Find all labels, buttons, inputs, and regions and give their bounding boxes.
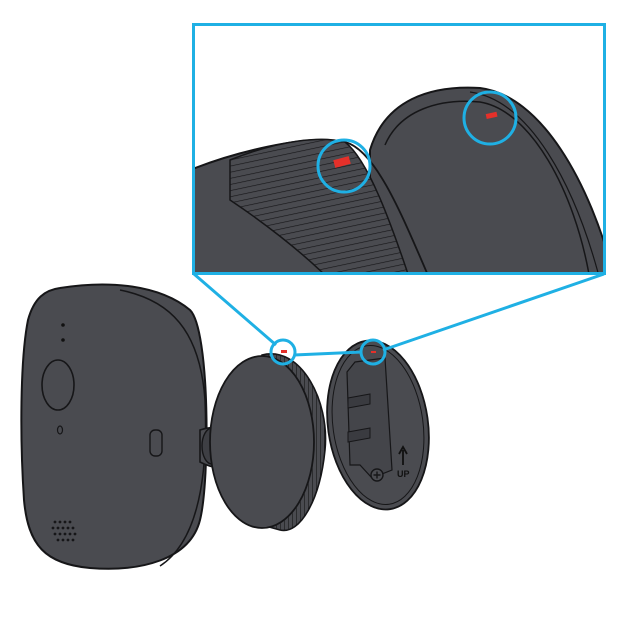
highlight-circle [269,338,297,366]
camera-lens [41,359,75,411]
inset-alignment-mark-cylinder [333,156,351,168]
alignment-mark [371,351,376,353]
inset-highlight-circle [462,90,518,146]
highlight-circle [359,338,387,366]
inset-frame [192,23,606,275]
camera-body [20,283,208,570]
sensor-dot [61,323,65,327]
mount-slot [149,429,163,457]
zoom-callout [192,23,606,366]
microphone-hole [56,425,64,435]
sensor-dot [61,338,65,342]
up-label: UP [397,469,410,479]
inset-zoom-view [195,26,604,272]
speaker-grille [51,520,77,542]
inset-alignment-mark-backplate [485,111,498,119]
inset-highlight-circle [316,138,372,194]
alignment-mark [281,350,287,353]
wall-backplate: UP [326,339,430,511]
mount-cylinder [209,350,327,532]
up-arrow-icon [398,445,408,465]
screw-icon [370,468,384,482]
mount-front-face [209,355,315,529]
